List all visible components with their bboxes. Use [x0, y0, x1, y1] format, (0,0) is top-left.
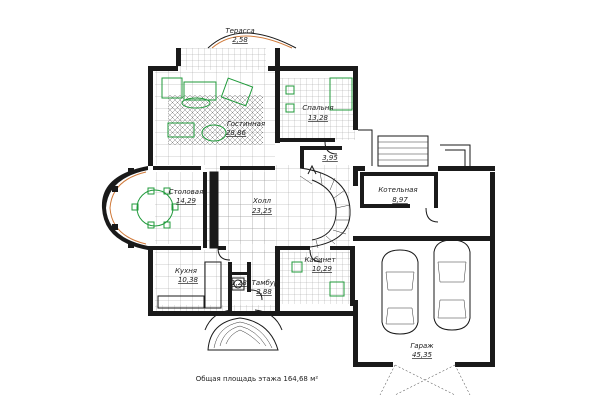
room-name-office: Кабинет [304, 256, 336, 264]
room-area-living: 28,86 [226, 129, 247, 137]
entrance-stairs [204, 309, 283, 351]
room-area-hall: 23,25 [252, 207, 273, 215]
room-area-small: 3,95 [322, 154, 338, 162]
room-area-kitchen: 10,38 [178, 276, 199, 284]
staircase [299, 164, 351, 249]
car-icon [381, 249, 419, 335]
garage-door [379, 364, 471, 396]
exterior-walls [148, 48, 495, 367]
side-stairs [358, 129, 471, 167]
interior-walls [153, 71, 493, 312]
doors [217, 141, 439, 301]
room-name-bedroom: Спальня [302, 104, 333, 112]
room-area-garage: 45,35 [412, 351, 433, 359]
room-area-boiler: 8,97 [392, 196, 408, 204]
room-area-bedroom: 13,28 [308, 114, 329, 122]
room-area-terrace: 2,58 [232, 36, 248, 44]
car-icon [433, 239, 471, 331]
room-name-garage: Гараж [410, 342, 434, 350]
room-name-dining: Столовая [169, 188, 204, 196]
room-name-hall: Холл [252, 197, 272, 205]
room-name-vestibule: Тамбур [252, 279, 279, 287]
room-area-dining: 14,29 [176, 197, 197, 205]
dining-bay [101, 166, 148, 250]
furniture [131, 77, 353, 309]
room-area-vestibule: 2,88 [256, 288, 272, 296]
terrace-outline [207, 32, 297, 49]
room-name-terrace: Терасса [225, 27, 254, 35]
room-area-wc: 1,28 [231, 279, 247, 287]
room-name-boiler: Котельная [378, 186, 417, 194]
room-area-office: 10,29 [312, 265, 333, 273]
room-name-living: Гостинная [227, 120, 265, 128]
room-name-kitchen: Кухня [175, 267, 197, 275]
total-area-caption: Общая площадь этажа 164,68 м² [196, 375, 319, 383]
